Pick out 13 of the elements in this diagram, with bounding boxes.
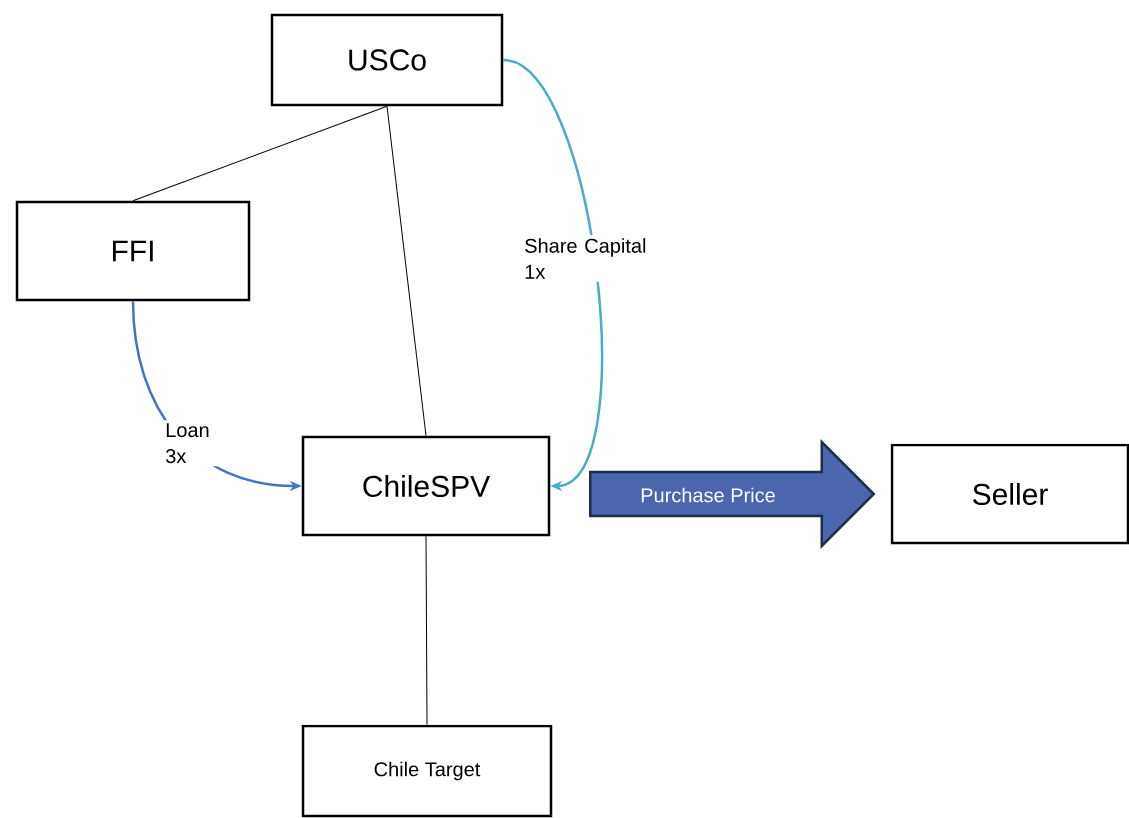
connector-line xyxy=(425,535,428,726)
connector-line xyxy=(132,105,388,202)
edge-label: Share Capital 1x xyxy=(521,235,663,282)
edge-label: Purchase Price xyxy=(641,487,775,503)
arrow xyxy=(502,58,603,492)
entity-box: USCo xyxy=(270,13,504,107)
connector-line xyxy=(386,105,427,437)
entity-box: FFI xyxy=(15,200,251,302)
edge-label: Loan 3x xyxy=(162,420,229,467)
entity-box: Seller xyxy=(890,443,1129,545)
block-arrow xyxy=(589,439,876,549)
entity-box: ChileSPV xyxy=(301,435,551,537)
entity-box: Chile Target xyxy=(301,724,553,818)
